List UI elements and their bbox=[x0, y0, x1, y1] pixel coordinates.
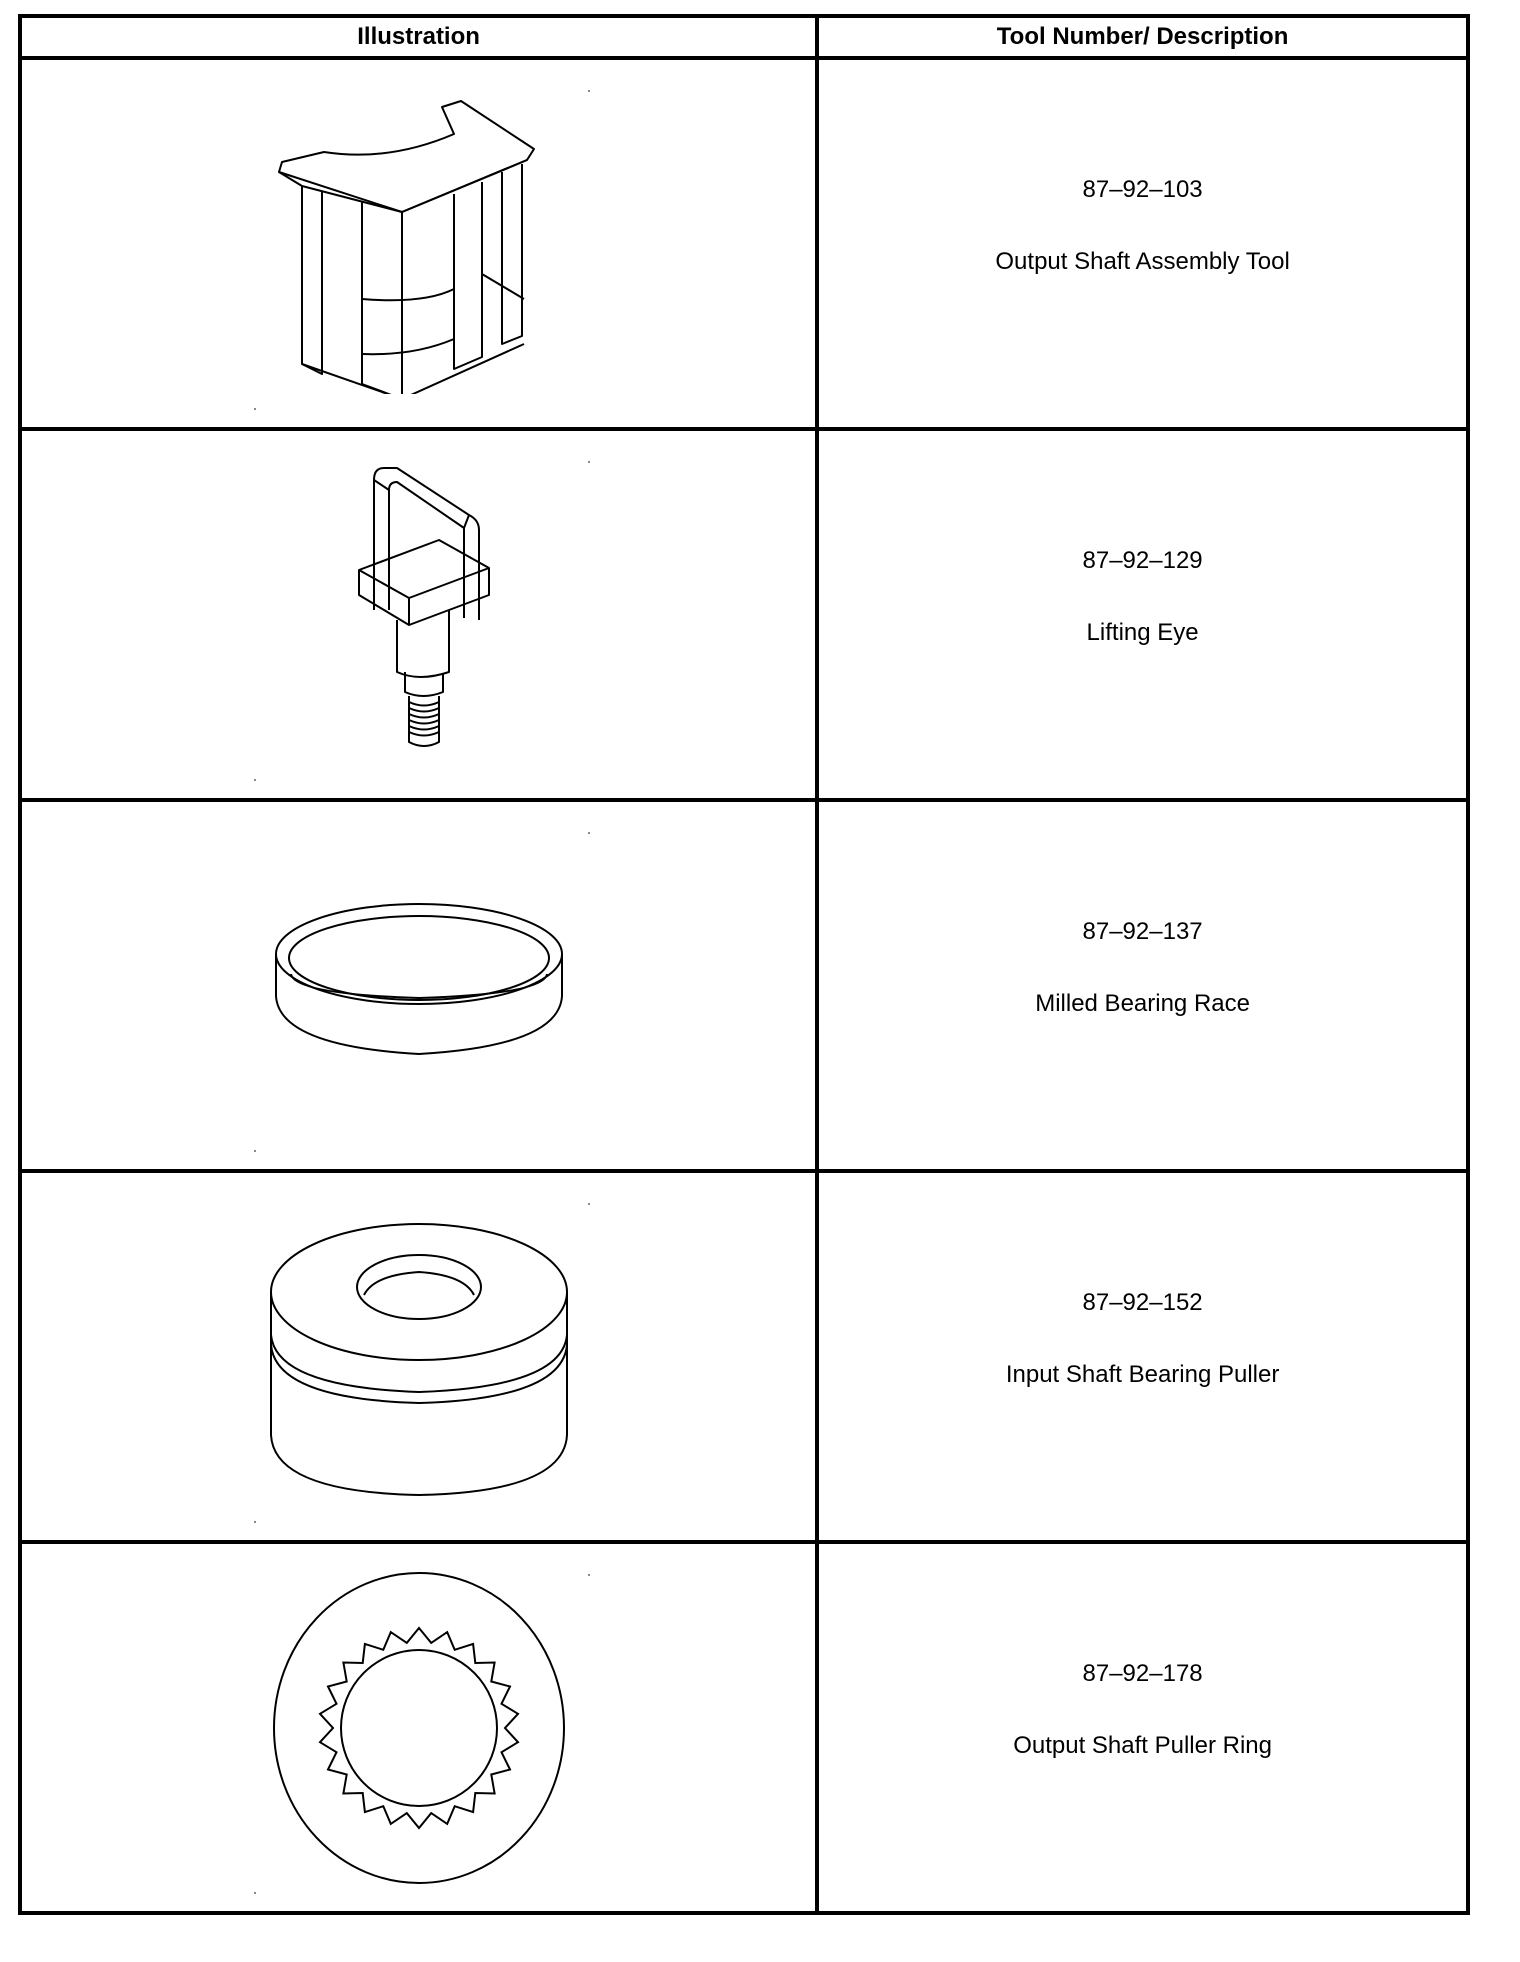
description-cell: 87–92–129 Lifting Eye bbox=[815, 427, 1470, 802]
illustration-cell bbox=[17, 1169, 820, 1544]
header-illustration: Illustration bbox=[17, 14, 820, 60]
speck bbox=[588, 461, 590, 463]
milled-bearing-race-icon bbox=[274, 902, 563, 1055]
tool-description: Input Shaft Bearing Puller bbox=[1005, 1360, 1280, 1388]
table-row: 87–92–129 Lifting Eye bbox=[17, 427, 1470, 802]
tool-description: Output Shaft Assembly Tool bbox=[995, 247, 1290, 275]
output-shaft-puller-ring-icon bbox=[272, 1571, 565, 1884]
speck bbox=[254, 1521, 256, 1523]
illustration-cell bbox=[17, 56, 820, 431]
description-cell: 87–92–152 Input Shaft Bearing Puller bbox=[815, 1169, 1470, 1544]
output-shaft-assembly-tool-icon bbox=[277, 99, 535, 394]
tool-description: Output Shaft Puller Ring bbox=[1013, 1731, 1272, 1759]
table-row: 87–92–178 Output Shaft Puller Ring bbox=[17, 1540, 1470, 1915]
speck bbox=[588, 1574, 590, 1576]
speck bbox=[588, 832, 590, 834]
tool-number: 87–92–137 bbox=[1082, 917, 1203, 945]
speck bbox=[254, 408, 256, 410]
lifting-eye-icon bbox=[357, 466, 490, 747]
speck bbox=[254, 779, 256, 781]
illustration-cell bbox=[17, 798, 820, 1173]
tool-number: 87–92–129 bbox=[1082, 546, 1203, 574]
tool-description: Milled Bearing Race bbox=[1035, 989, 1250, 1017]
header-row: Illustration Tool Number/ Description bbox=[17, 14, 1470, 60]
illustration-cell bbox=[17, 427, 820, 802]
tool-description: Lifting Eye bbox=[1086, 618, 1199, 646]
table-row: 87–92–137 Milled Bearing Race bbox=[17, 798, 1470, 1173]
header-description: Tool Number/ Description bbox=[815, 14, 1470, 60]
input-shaft-bearing-puller-icon bbox=[269, 1222, 568, 1496]
table-row: 87–92–103 Output Shaft Assembly Tool bbox=[17, 56, 1470, 431]
speck bbox=[254, 1150, 256, 1152]
tool-number: 87–92–178 bbox=[1082, 1659, 1203, 1687]
description-cell: 87–92–103 Output Shaft Assembly Tool bbox=[815, 56, 1470, 431]
tools-table: Illustration Tool Number/ Description bbox=[17, 14, 1470, 1915]
speck bbox=[588, 90, 590, 92]
tool-number: 87–92–103 bbox=[1082, 175, 1203, 203]
tool-number: 87–92–152 bbox=[1082, 1288, 1203, 1316]
description-cell: 87–92–178 Output Shaft Puller Ring bbox=[815, 1540, 1470, 1915]
description-cell: 87–92–137 Milled Bearing Race bbox=[815, 798, 1470, 1173]
table-row: 87–92–152 Input Shaft Bearing Puller bbox=[17, 1169, 1470, 1544]
speck bbox=[254, 1892, 256, 1894]
speck bbox=[588, 1203, 590, 1205]
illustration-cell bbox=[17, 1540, 820, 1915]
